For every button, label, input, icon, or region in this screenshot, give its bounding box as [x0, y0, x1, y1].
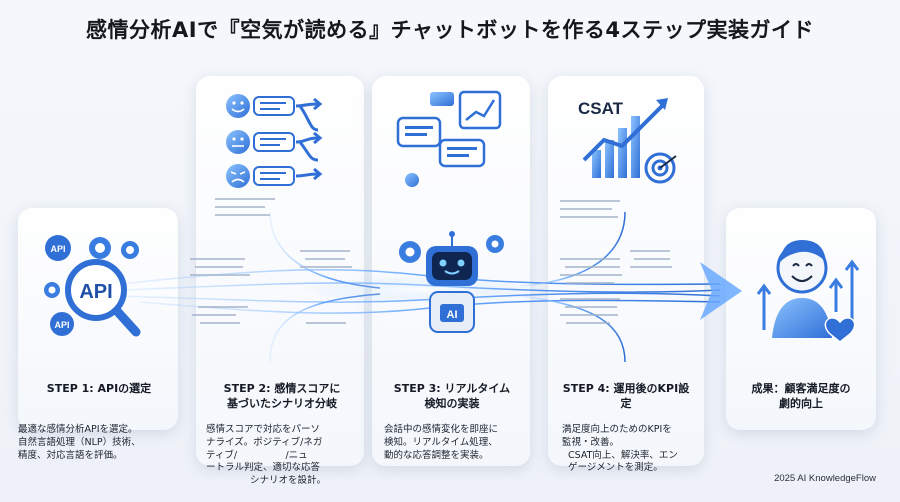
ai-robot-icon: AI — [399, 231, 504, 333]
api-small-badge-2: API — [54, 320, 69, 330]
page-title: 感情分析AIで『空気が読める』チャットボットを作る4ステップ実装ガイド — [86, 18, 814, 42]
step-1-title: STEP 1: APIの選定 — [46, 382, 152, 395]
happy-customer-icon — [756, 240, 860, 343]
api-small-badge-1: API — [50, 244, 65, 254]
api-magnifier-icon: API API API — [44, 235, 141, 337]
ai-chest-label: AI — [447, 309, 458, 321]
smile-face-icon — [226, 94, 295, 118]
heart-icon — [824, 317, 856, 343]
result-title: 成果：顧客満足度の 劇的向上 — [751, 382, 851, 410]
api-main-label: API — [79, 281, 112, 303]
step-2-title: STEP 2: 感情スコアに 基づいたシナリオ分岐 — [223, 382, 341, 410]
gear-icon — [399, 235, 504, 263]
step-3-description: 会話中の感情変化を即座に 検知。リアルタイム処理、 動的な応答調整を実装。 — [384, 424, 499, 461]
step-2-description: 感情スコアで対応をパーソ ナライズ。ポジティブ/ネガ ティブ/ /ニュ ートラル… — [206, 424, 327, 487]
csat-label: CSAT — [578, 99, 624, 118]
step-4-title: STEP 4: 運用後のKPI設 定 — [562, 382, 690, 410]
code-texture — [190, 198, 672, 324]
branch-arrows-icon — [295, 97, 323, 181]
emotion-scenario-icon — [226, 94, 323, 188]
footer-credit: 2025 AI KnowledgeFlow — [774, 473, 876, 484]
step-1-description: 最適な感情分析APIを選定。 自然言語処理（NLP）技術、 精度、対応言語を評価… — [18, 424, 141, 461]
step-4-description: 満足度向上のためのKPIを 監視・改善。 CSAT向上、解決率、エン ゲージメン… — [562, 424, 678, 474]
gear-icon — [44, 237, 139, 298]
neutral-face-icon — [226, 130, 295, 154]
step-3-title: STEP 3: リアルタイム 検知の実装 — [393, 382, 511, 410]
csat-chart-icon: CSAT — [578, 98, 677, 184]
angry-face-icon — [226, 164, 295, 188]
flow-arrow-head — [700, 262, 742, 320]
realtime-chat-icon — [396, 90, 502, 187]
